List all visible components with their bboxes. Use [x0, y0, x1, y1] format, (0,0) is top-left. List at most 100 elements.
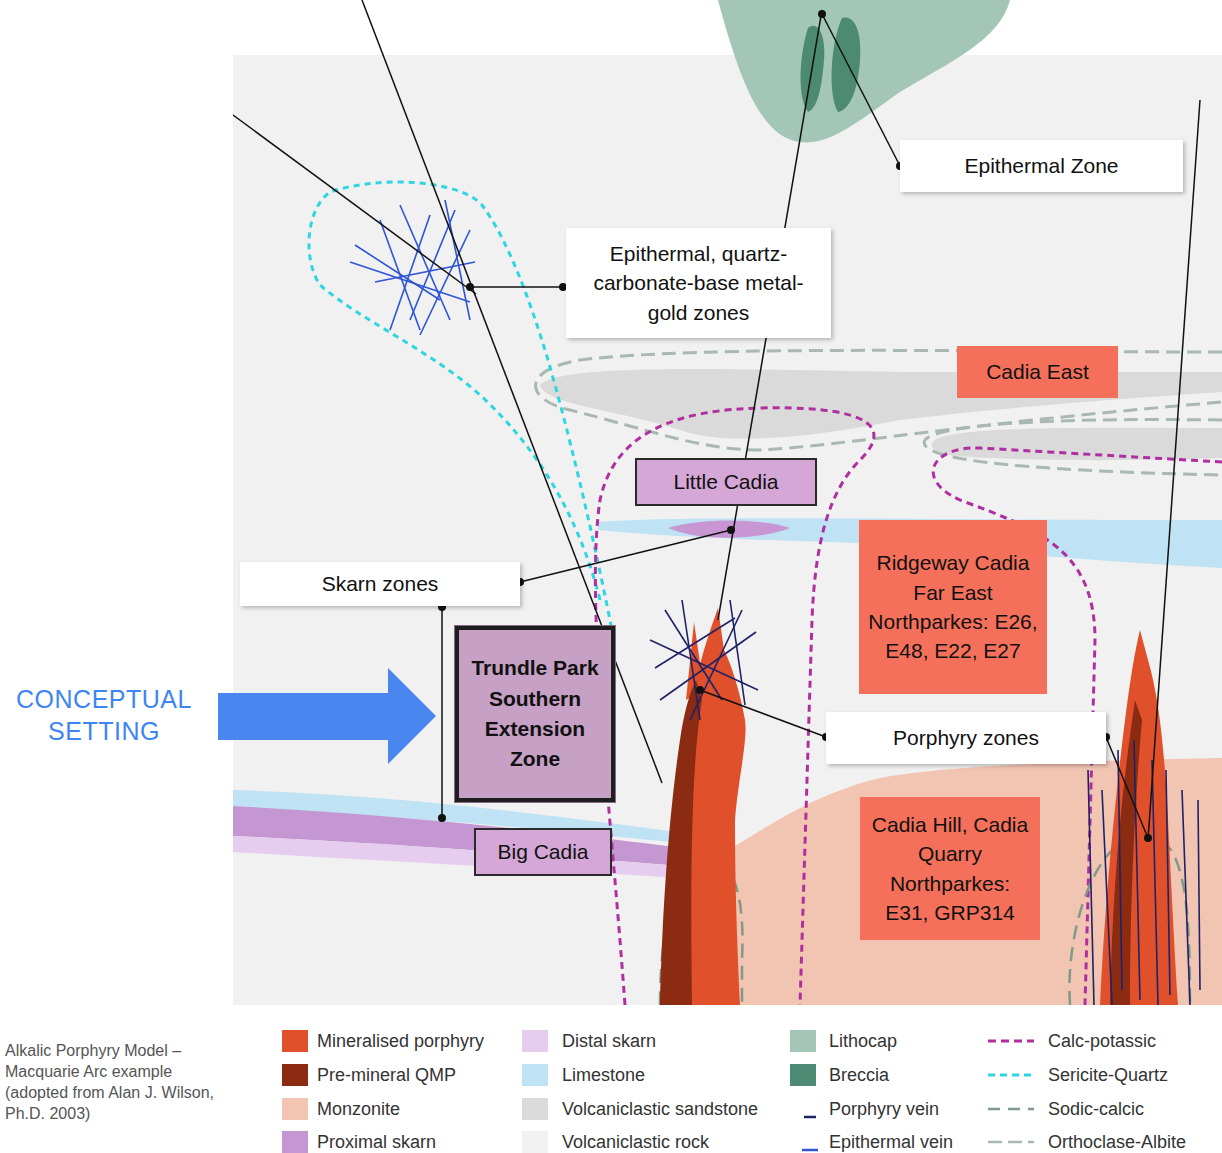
porphyry-veins	[1088, 740, 1200, 1005]
porphyry-vein	[655, 618, 735, 668]
box-label: Skarn zones	[322, 569, 439, 598]
callout-box: Skarn zones	[240, 562, 520, 606]
legend-label: Mineralised porphyry	[317, 1030, 484, 1052]
drill-hole	[362, 0, 662, 783]
epithermal-veins	[350, 200, 475, 335]
box-label: Trundle Park Southern Extension Zone	[467, 653, 603, 775]
leader-dot	[727, 526, 735, 534]
mineralised-porphyry	[660, 608, 746, 1005]
skarn-deposit-box: Little Cadia	[635, 458, 817, 506]
leader-line	[1106, 737, 1148, 838]
sandstone-lens	[931, 428, 1222, 460]
breccia	[832, 18, 861, 112]
leader-dot	[696, 686, 704, 694]
calc-potassic-sample	[988, 1040, 1034, 1043]
leader-dot	[438, 814, 446, 822]
porphyry-vein	[1198, 800, 1200, 990]
legend-swatch	[522, 1098, 548, 1120]
sericite-quartz-sample	[988, 1074, 1034, 1077]
legend-label: Breccia	[829, 1064, 889, 1086]
box-label: Cadia Hill, Cadia Quarry Northparkes: E3…	[868, 810, 1032, 928]
porphyry-vein	[1102, 790, 1112, 1005]
bracket-line	[441, 606, 443, 818]
legend-swatch	[282, 1064, 308, 1086]
leader-line	[470, 286, 566, 288]
drill-hole	[1148, 100, 1200, 840]
lithocap	[718, 0, 1010, 142]
legend-label: Porphyry vein	[829, 1098, 939, 1120]
orthoclase-albite-sample	[988, 1141, 1034, 1144]
leader-dot	[466, 283, 474, 291]
mineralised-porphyry	[1100, 630, 1178, 1005]
legend-label: Distal skarn	[562, 1030, 656, 1052]
box-label: Porphyry zones	[893, 723, 1039, 752]
callout-box: Porphyry zones	[826, 712, 1106, 764]
callout-box: Epithermal, quartz-carbonate-base metal-…	[566, 228, 831, 338]
legend-swatch	[790, 1030, 816, 1052]
pointer-arrow	[218, 668, 436, 764]
epithermal-vein	[350, 262, 470, 302]
box-label: Epithermal, quartz-carbonate-base metal-…	[574, 239, 823, 327]
legend-label: Lithocap	[829, 1030, 897, 1052]
proximal-skarn	[668, 521, 790, 538]
callout-box: Epithermal Zone	[900, 140, 1183, 192]
legend-label: Calc-potassic	[1048, 1030, 1156, 1052]
deposit-box: Cadia Hill, Cadia Quarry Northparkes: E3…	[860, 797, 1040, 940]
deposit-box: Ridgeway Cadia Far East Northparkes: E26…	[859, 520, 1047, 694]
figure-caption: Alkalic Porphyry Model – Macquarie Arc e…	[5, 1040, 227, 1124]
legend-label: Proximal skarn	[317, 1131, 436, 1153]
legend-swatch	[282, 1030, 308, 1052]
leader-dot	[1144, 834, 1152, 842]
legend-swatch	[790, 1064, 816, 1086]
legend-label: Volcaniclastic rock	[562, 1131, 709, 1153]
skarn-deposit-box: Big Cadia	[474, 828, 612, 876]
legend-swatch	[282, 1098, 308, 1120]
leader-lines	[442, 14, 1148, 838]
porphyry-vein	[1182, 790, 1190, 1005]
porphyry-vein	[1152, 760, 1158, 1005]
legend-label: Sericite-Quartz	[1048, 1064, 1168, 1086]
porphyry-vein	[1166, 770, 1170, 995]
porphyry-vein	[665, 610, 722, 700]
deposit-box: Cadia East	[957, 346, 1118, 398]
box-label: Big Cadia	[497, 837, 588, 866]
leader-line	[520, 530, 731, 582]
pre-mineral-qmp	[1110, 700, 1142, 1005]
box-label: Ridgeway Cadia Far East Northparkes: E26…	[867, 548, 1039, 666]
legend-label: Limestone	[562, 1064, 645, 1086]
porphyry-vein	[682, 600, 700, 720]
epithermal-vein	[400, 205, 450, 320]
target-box: Trundle Park Southern Extension Zone	[455, 626, 615, 802]
calc-potassic-outline	[595, 408, 874, 1005]
legend-label: Epithermal vein	[829, 1131, 953, 1153]
porphyry-vein-sample	[804, 1116, 816, 1119]
legend-label: Sodic-calcic	[1048, 1098, 1144, 1120]
setting-label: CONCEPTUAL SETTING	[6, 683, 202, 747]
legend-swatch	[522, 1030, 548, 1052]
box-label: Cadia East	[986, 357, 1089, 386]
legend-label: Orthoclase-Albite	[1048, 1131, 1186, 1153]
legend-label: Monzonite	[317, 1098, 400, 1120]
leader-dots	[438, 10, 1152, 842]
legend-label: Pre-mineral QMP	[317, 1064, 456, 1086]
epithermal-vein-sample	[802, 1149, 818, 1152]
porphyry-veins	[650, 600, 758, 720]
box-label: Little Cadia	[673, 467, 778, 496]
leader-dot	[818, 10, 826, 18]
leader-line	[700, 690, 826, 737]
porphyry-vein	[730, 600, 745, 705]
box-label: Epithermal Zone	[964, 151, 1118, 180]
legend-swatch	[522, 1064, 548, 1086]
porphyry-vein	[1088, 770, 1094, 1005]
pre-mineral-qmp	[660, 680, 702, 1005]
epithermal-vein	[445, 200, 470, 320]
sodic-calcic-sample	[988, 1108, 1034, 1111]
legend-swatch	[282, 1131, 308, 1153]
legend-label: Volcaniclastic sandstone	[562, 1098, 758, 1120]
legend-swatch	[522, 1131, 548, 1153]
leader-line	[822, 14, 900, 166]
porphyry-vein	[1118, 750, 1122, 990]
porphyry-vein	[1134, 740, 1140, 1000]
epithermal-vein	[355, 245, 440, 300]
